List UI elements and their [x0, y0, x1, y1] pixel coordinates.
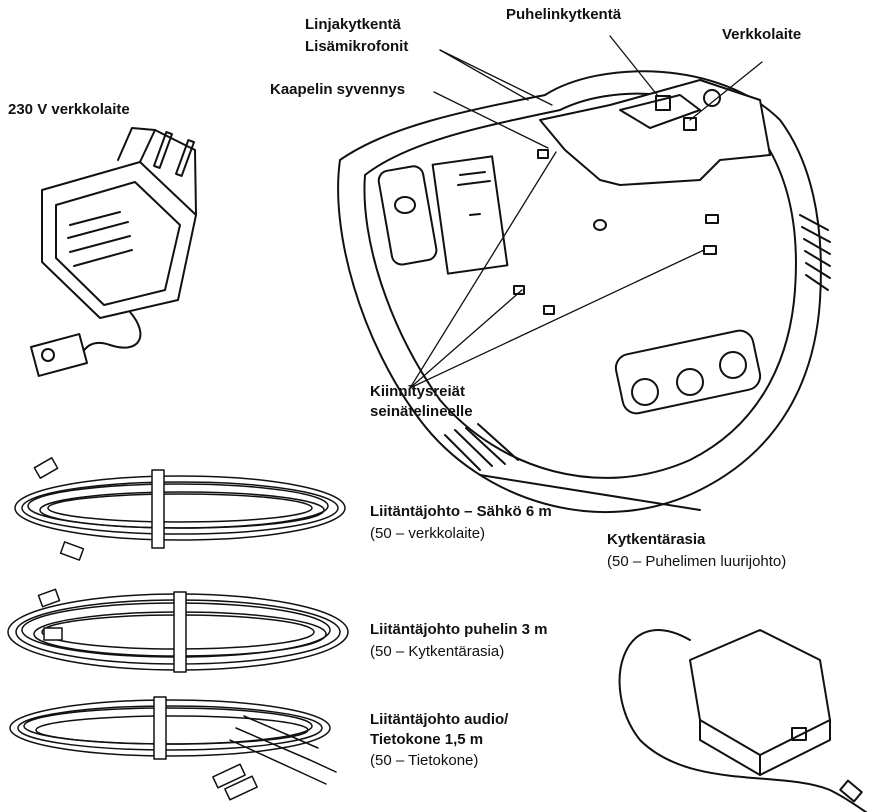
- item-title-audio-cable: Liitäntäjohto audio/: [370, 710, 508, 729]
- item-subtitle-phone-cable: (50 – Kytkentärasia): [370, 642, 504, 661]
- item-title2-audio-cable: Tietokone 1,5 m: [370, 730, 483, 749]
- label-230v-power-adapter: 230 V verkkolaite: [8, 100, 130, 119]
- cable-audio-drawing: [10, 697, 336, 800]
- label-extra-microphones: Lisämikrofonit: [305, 37, 408, 56]
- junction-box-title: Kytkentärasia: [607, 530, 705, 549]
- label-power-adapter: Verkkolaite: [722, 25, 801, 44]
- junction-box-subtitle: (50 – Puhelimen luurijohto): [607, 552, 786, 571]
- item-subtitle-power-cable: (50 – verkkolaite): [370, 524, 485, 543]
- cable-power-drawing: [15, 458, 345, 560]
- label-cable-recess: Kaapelin syvennys: [270, 80, 405, 99]
- junction-box-drawing: [620, 630, 866, 812]
- item-title-phone-cable: Liitäntäjohto puhelin 3 m: [370, 620, 548, 639]
- item-subtitle-audio-cable: (50 – Tietokone): [370, 751, 478, 770]
- label-mounting-holes-1: Kiinnitysreiät: [370, 382, 465, 401]
- label-line-connection: Linjakytkentä: [305, 15, 401, 34]
- label-mounting-holes-2: seinätelineelle: [370, 402, 473, 421]
- power-adapter-drawing: [31, 128, 196, 376]
- cable-phone-drawing: [8, 589, 348, 672]
- label-phone-connection: Puhelinkytkentä: [506, 5, 621, 24]
- conference-phone-drawing: [338, 71, 830, 512]
- item-title-power-cable: Liitäntäjohto – Sähkö 6 m: [370, 502, 552, 521]
